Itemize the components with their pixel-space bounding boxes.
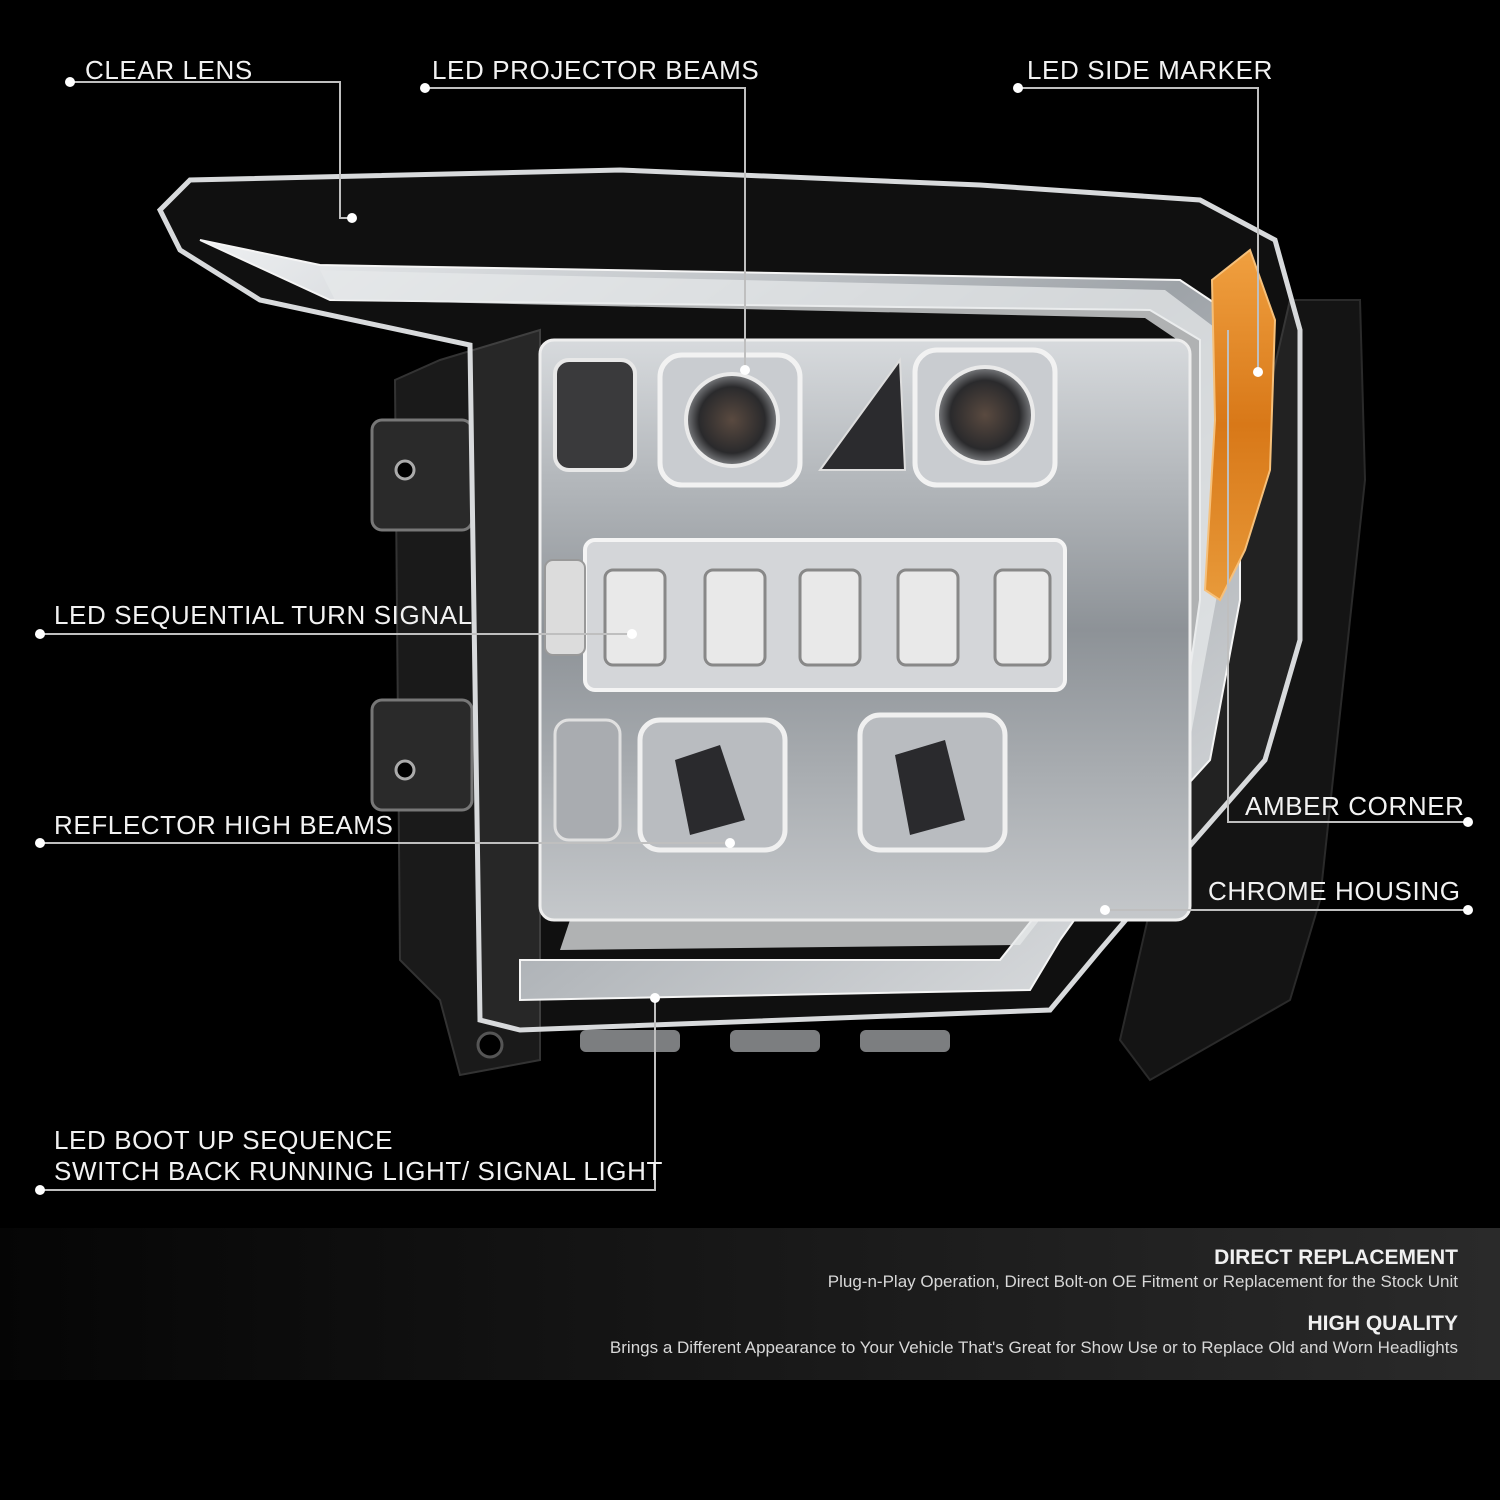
- callout-reflector-high-beams: REFLECTOR HIGH BEAMS: [54, 810, 394, 840]
- callout-dot: [420, 83, 430, 93]
- callout-led-side-marker: LED SIDE MARKER: [1027, 55, 1273, 85]
- mount-bracket-upper: [370, 418, 474, 532]
- callout-dot: [725, 838, 735, 848]
- callout-amber-corner: AMBER CORNER: [1245, 791, 1465, 821]
- mount-hole-bottom: [476, 1031, 504, 1059]
- callout-dot: [1013, 83, 1023, 93]
- feature-desc-high-quality: Brings a Different Appearance to Your Ve…: [609, 1338, 1458, 1357]
- callout-dot: [1463, 905, 1473, 915]
- callout-dot: [627, 629, 637, 639]
- small-projector: [553, 358, 637, 472]
- callout-lines: [40, 81, 1468, 1191]
- bottom-tab: [580, 1030, 680, 1052]
- projector-right-lens: [935, 365, 1035, 465]
- callout-clear-lens: CLEAR LENS: [85, 55, 253, 85]
- signal-led: [993, 568, 1052, 667]
- feature-band: DIRECT REPLACEMENT Plug-n-Play Operation…: [0, 1228, 1500, 1380]
- bottom-tab: [730, 1030, 820, 1052]
- callout-dot: [1463, 817, 1473, 827]
- callout-line-boot-up: [40, 998, 656, 1191]
- bottom-tab: [860, 1030, 950, 1052]
- signal-led: [703, 568, 767, 667]
- signal-led: [603, 568, 667, 667]
- callout-led-boot-up-line1: LED BOOT UP SEQUENCE: [54, 1125, 394, 1155]
- callout-dot: [35, 629, 45, 639]
- signal-led: [896, 568, 960, 667]
- callout-dot: [35, 1185, 45, 1195]
- callout-dots: [35, 77, 1473, 1195]
- projector-divider: [818, 357, 907, 471]
- callout-dot: [65, 77, 75, 87]
- callout-led-boot-up-line2: SWITCH BACK RUNNING LIGHT/ SIGNAL LIGHT: [54, 1156, 663, 1186]
- reflector-small: [553, 718, 622, 842]
- mount-bracket-lower: [370, 698, 474, 812]
- mount-hole-lower: [394, 759, 416, 781]
- reflector-right-inner: [895, 740, 965, 835]
- mount-hole-upper: [394, 459, 416, 481]
- signal-led: [798, 568, 862, 667]
- callout-dot: [347, 213, 357, 223]
- turn-signal-leds: [544, 559, 1052, 667]
- callout-chrome-housing: CHROME HOUSING: [1208, 876, 1461, 906]
- callout-led-sequential-turn-signal: LED SEQUENTIAL TURN SIGNAL: [54, 600, 473, 630]
- reflector-left-inner: [675, 745, 745, 835]
- callout-dot: [1100, 905, 1110, 915]
- projector-left-lens: [684, 372, 780, 468]
- callout-dot: [1253, 367, 1263, 377]
- signal-led: [544, 559, 586, 656]
- feature-title-high-quality: HIGH QUALITY: [1307, 1312, 1459, 1335]
- callout-line-amber: [1227, 330, 1468, 823]
- callout-line-side-marker: [1018, 87, 1259, 372]
- callout-line-clear-lens: [70, 81, 352, 219]
- callout-line-projector: [425, 87, 746, 370]
- feature-desc-direct-replacement: Plug-n-Play Operation, Direct Bolt-on OE…: [827, 1272, 1458, 1291]
- callout-dot: [740, 365, 750, 375]
- callout-dot: [35, 838, 45, 848]
- callout-dot: [650, 993, 660, 1003]
- callout-led-projector-beams: LED PROJECTOR BEAMS: [432, 55, 760, 85]
- feature-title-direct-replacement: DIRECT REPLACEMENT: [1214, 1246, 1458, 1269]
